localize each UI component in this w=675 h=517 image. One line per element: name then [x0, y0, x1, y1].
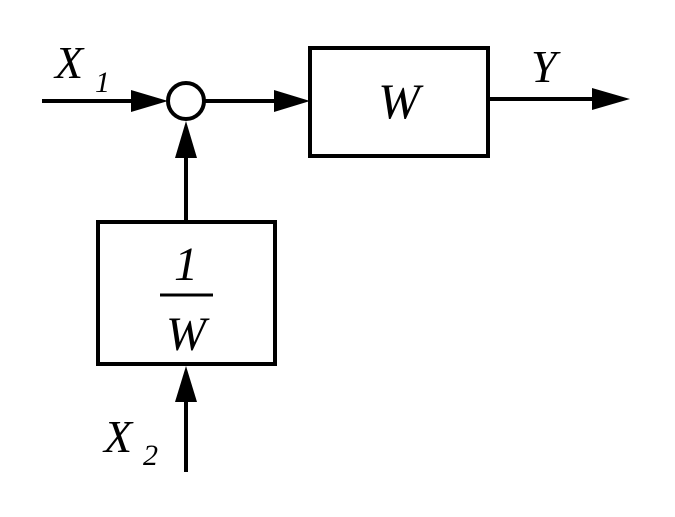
- x1-subscript: 1: [95, 66, 110, 99]
- x1-label: X: [53, 37, 85, 88]
- feedback-block-inverse-w: [96, 220, 277, 366]
- junction-bottom-arrowhead: [175, 121, 197, 158]
- feedback-numerator: 1: [174, 238, 198, 291]
- w-input-arrowhead: [274, 90, 310, 112]
- x2-arrowhead: [175, 366, 197, 402]
- forward-block-label: W: [378, 73, 424, 129]
- y-label: Y: [531, 41, 561, 92]
- feedback-denominator: W: [166, 308, 210, 361]
- summing-junction: [166, 81, 206, 121]
- y-arrowhead: [592, 88, 630, 110]
- x2-subscript: 2: [143, 439, 158, 472]
- x1-arrowhead: [131, 90, 168, 112]
- forward-block-w: [308, 46, 490, 158]
- x2-label: X: [102, 411, 134, 462]
